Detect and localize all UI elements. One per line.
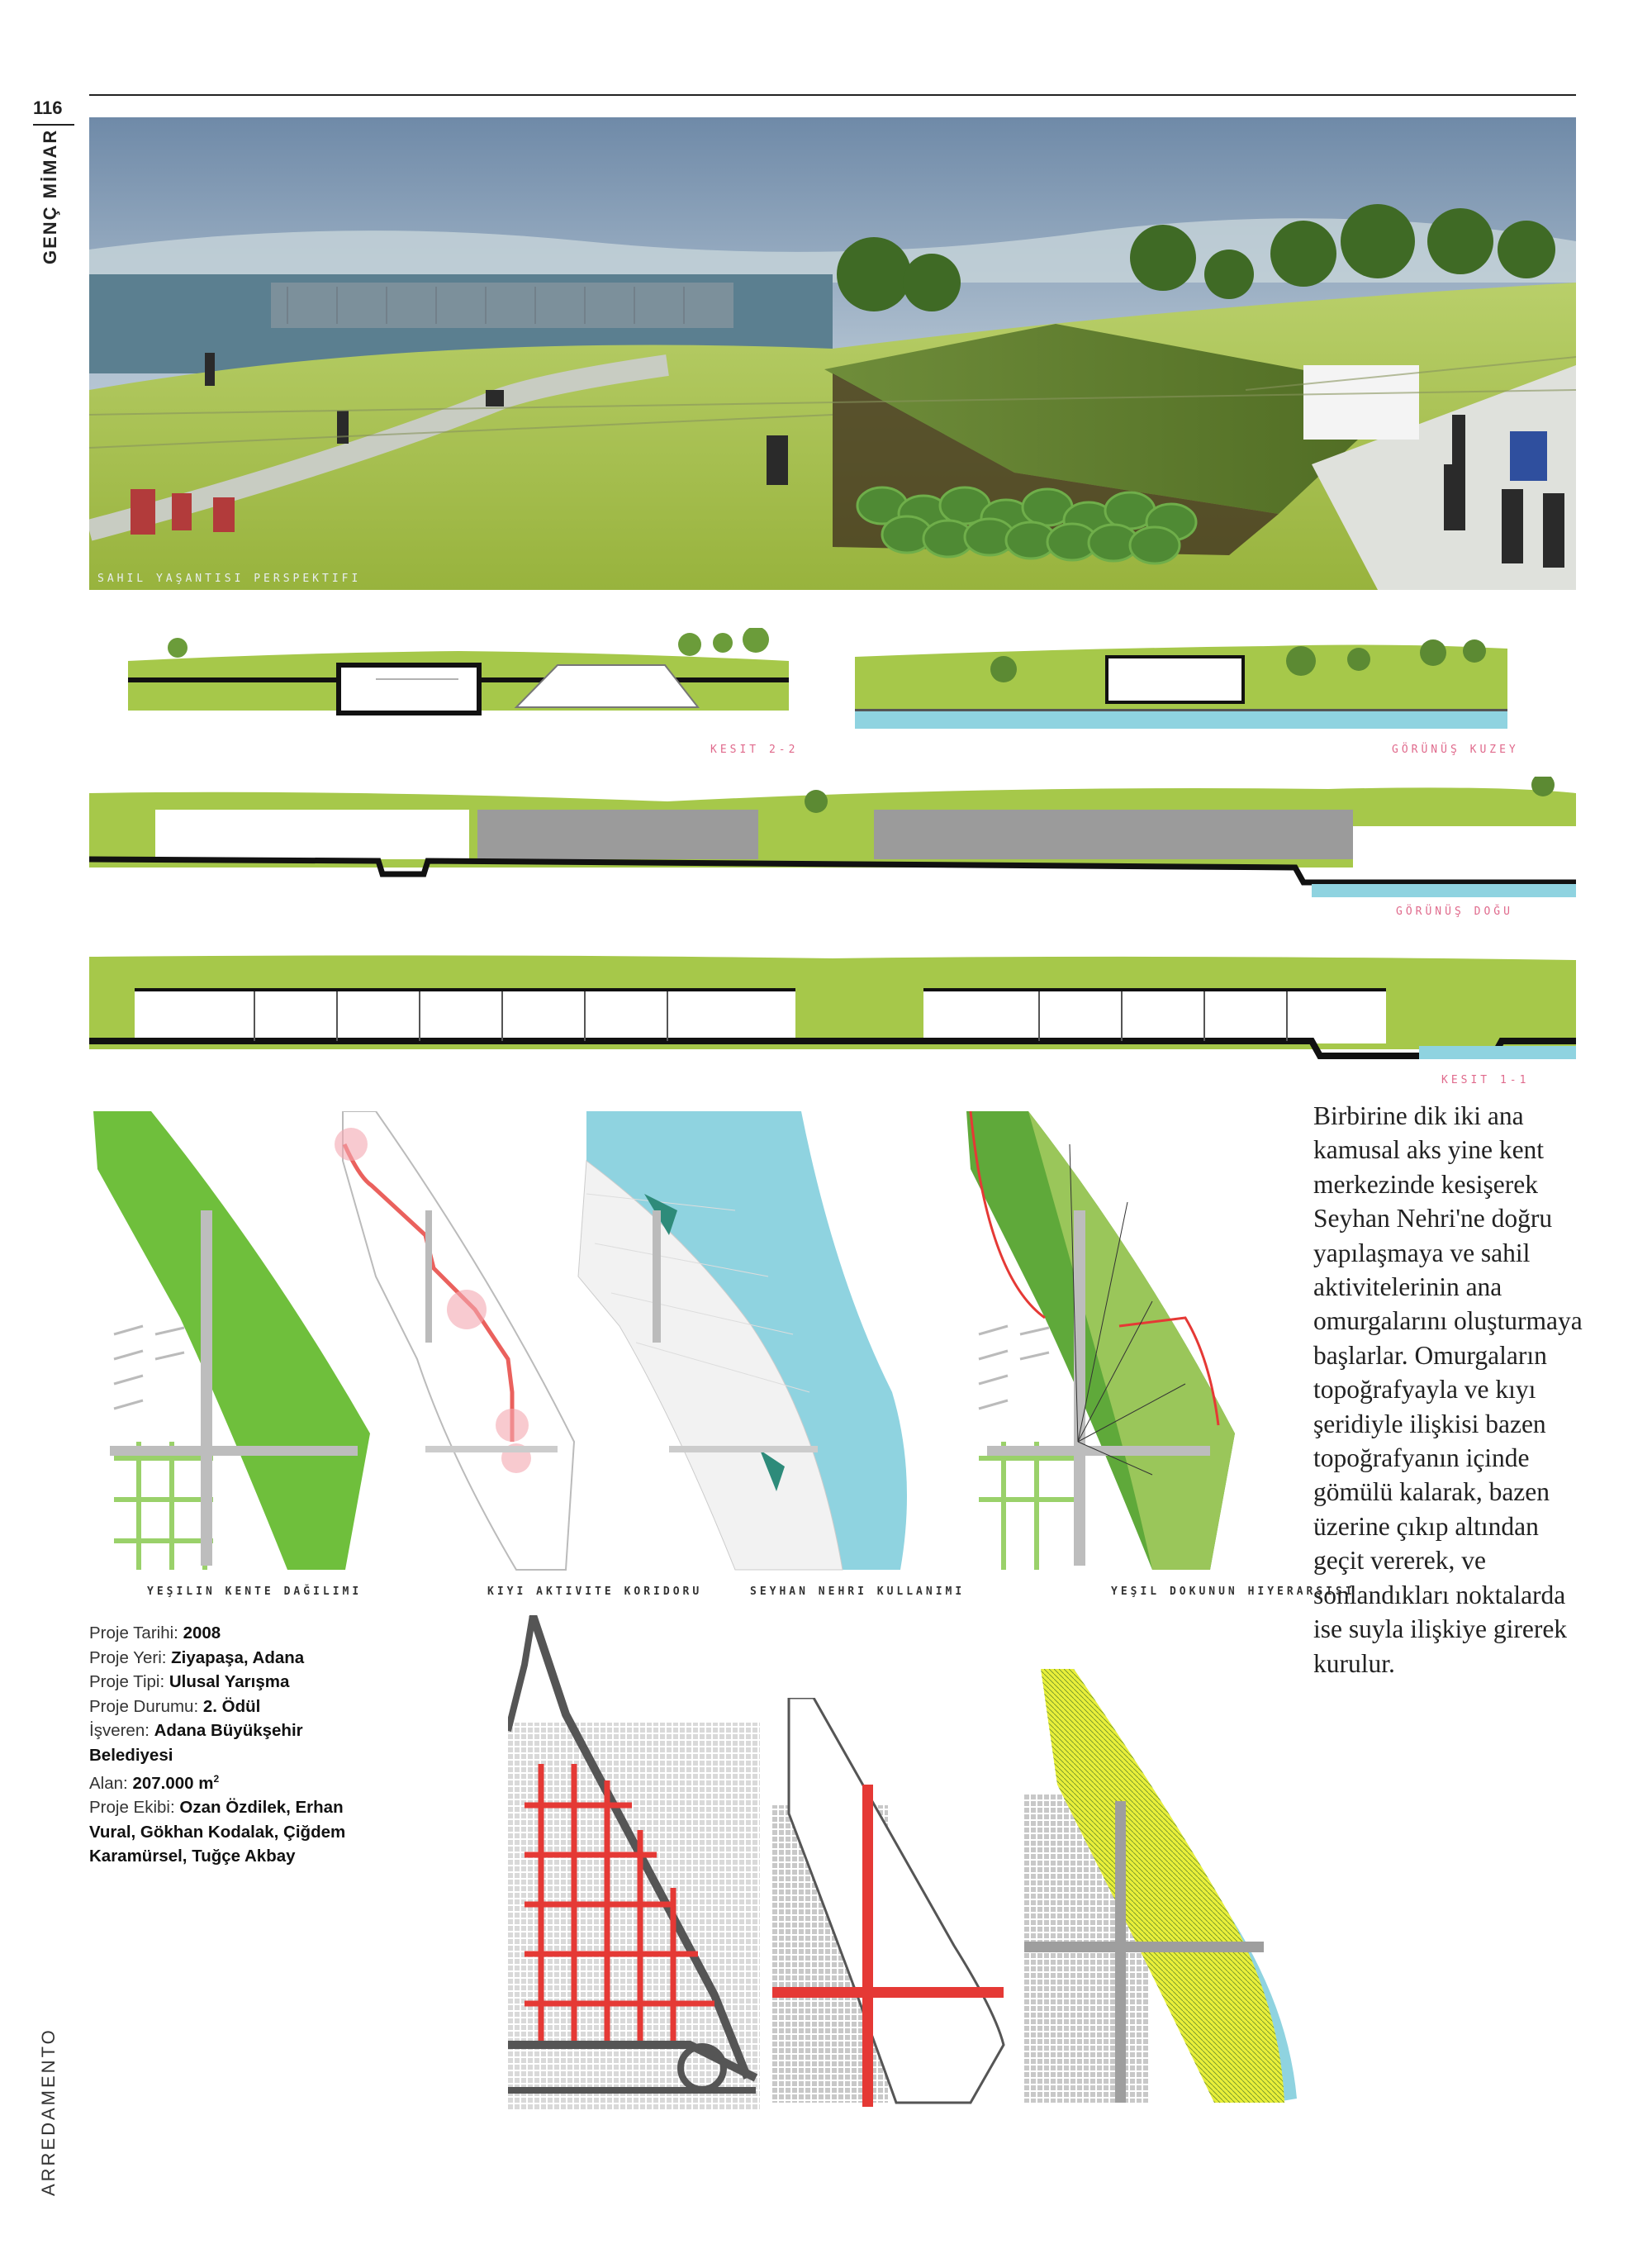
north-elevation-drawing: [855, 639, 1507, 729]
project-team-value: Ozan Özdilek, Erhan Vural, Gökhan Kodala…: [89, 1798, 346, 1866]
section-2-2-label: KESIT 2-2: [710, 744, 799, 756]
project-place-label: Proje Yeri:: [89, 1647, 167, 1667]
project-area-unit-sup: 2: [213, 1773, 220, 1785]
project-place-value: Ziyapaşa, Adana: [171, 1647, 305, 1667]
seyhan-river-label: SEYHAN NEHRI KULLANIMI: [750, 1585, 966, 1598]
project-area-label: Alan:: [89, 1773, 128, 1793]
coastal-activity-label: KIYI AKTIVITE KORIDORU: [487, 1585, 703, 1598]
coastal-life-perspective: [89, 117, 1576, 590]
publisher-name: ARREDAMENTO: [38, 2027, 59, 2196]
project-status-value: 2. Ödül: [202, 1696, 261, 1716]
hero-caption: SAHIL YAŞANTISI PERSPEKTIFI: [97, 573, 362, 585]
section-1-1-drawing: [89, 955, 1576, 1059]
east-elevation-drawing: [89, 777, 1576, 897]
section-1-1-label: KESIT 1-1: [1441, 1074, 1530, 1086]
topography-river-diagram: [1024, 1669, 1297, 2103]
project-date-value: 2008: [183, 1623, 221, 1642]
north-elevation-label: GÖRÜNÜŞ KUZEY: [1392, 744, 1519, 756]
urban-grid-plan: [508, 1615, 760, 2111]
project-area-row: Alan: 207.000 m2: [89, 1767, 370, 1795]
project-team-row: Proje Ekibi: Ozan Özdilek, Erhan Vural, …: [89, 1795, 370, 1869]
project-employer-value: Adana Büyükşehir Belediyesi: [89, 1721, 303, 1765]
article-body-text: Birbirine dik iki ana kamusal aks yine k…: [1313, 1101, 1583, 1678]
project-place-row: Proje Yeri: Ziyapaşa, Adana: [89, 1646, 370, 1671]
project-date-label: Proje Tarihi:: [89, 1623, 178, 1642]
page-number-rule: [33, 124, 74, 126]
project-team-label: Proje Ekibi:: [89, 1798, 175, 1818]
project-type-label: Proje Tipi:: [89, 1672, 165, 1691]
top-rule: [89, 94, 1576, 96]
section-2-2-drawing: [128, 628, 789, 715]
project-type-row: Proje Tipi: Ulusal Yarışma: [89, 1670, 370, 1695]
project-status-label: Proje Durumu:: [89, 1696, 199, 1716]
project-employer-label: İşveren:: [89, 1721, 150, 1740]
page-number: 116: [33, 97, 63, 118]
green-texture-hierarchy-diagram: [966, 1111, 1235, 1570]
public-axes-diagram: [772, 1698, 1005, 2107]
green-distribution-diagram: [93, 1111, 370, 1570]
project-area-value: 207.000 m: [132, 1773, 214, 1793]
project-employer-row: İşveren: Adana Büyükşehir Belediyesi: [89, 1718, 370, 1767]
project-type-value: Ulusal Yarışma: [169, 1672, 290, 1691]
magazine-section-title: GENÇ MİMAR: [40, 128, 60, 264]
seyhan-river-use-diagram: [577, 1111, 907, 1571]
project-date-row: Proje Tarihi: 2008: [89, 1621, 370, 1646]
green-hierarchy-label: YEŞIL DOKUNUN HIYERARŞISI: [1111, 1585, 1355, 1598]
east-elevation-label: GÖRÜNÜŞ DOĞU: [1396, 906, 1513, 918]
project-info: Proje Tarihi: 2008 Proje Yeri: Ziyapaşa,…: [89, 1621, 370, 1869]
coastal-activity-corridor-diagram: [335, 1111, 576, 1571]
green-distribution-label: YEŞILIN KENTE DAĞILIMI: [147, 1585, 363, 1598]
project-status-row: Proje Durumu: 2. Ödül: [89, 1695, 370, 1719]
